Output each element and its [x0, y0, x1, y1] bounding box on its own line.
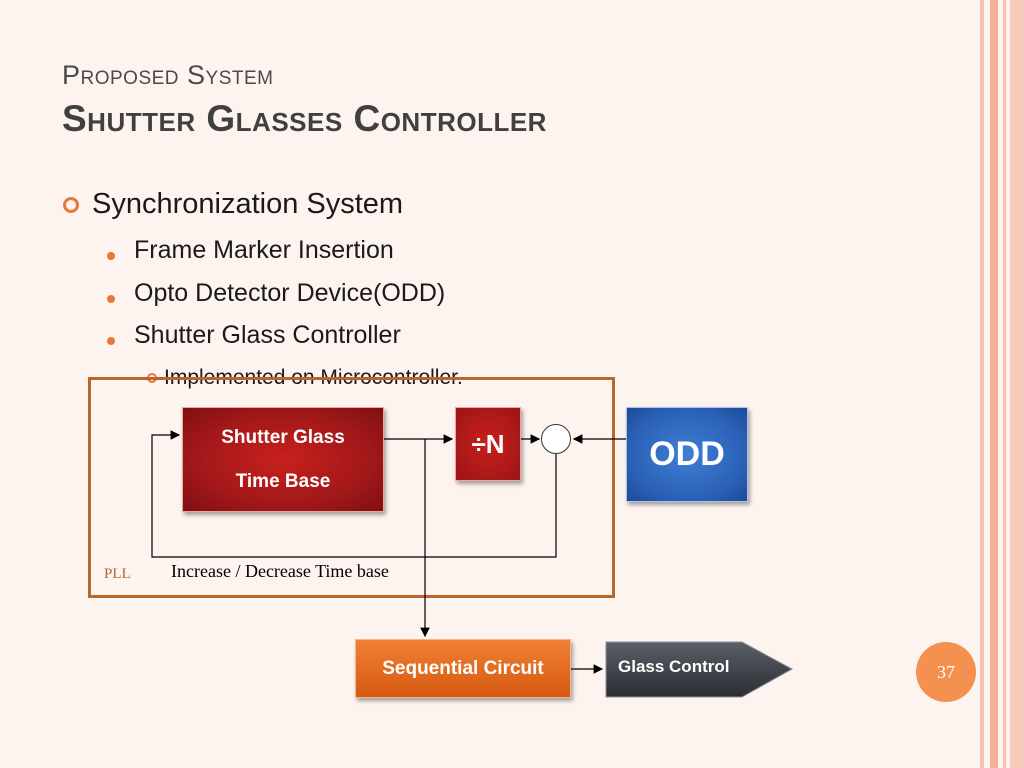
connector-feedback-loop	[151, 430, 557, 558]
shutter-glass-time-base-block: Shutter Glass Time Base	[182, 407, 384, 512]
slide-title-line2: Shutter Glasses Controller	[62, 98, 547, 139]
side-stripe	[990, 0, 998, 768]
sequential-circuit-block: Sequential Circuit	[355, 639, 571, 698]
bullet-level1: Synchronization System	[92, 188, 404, 220]
odd-label: ODD	[649, 435, 725, 473]
bullet-level2: Shutter Glass Controller	[134, 321, 401, 349]
page-number-badge: 37	[916, 642, 976, 702]
bullet-dot-icon	[107, 337, 115, 345]
time-base-label-line1: Shutter Glass	[221, 426, 345, 448]
side-stripe	[1010, 0, 1024, 768]
time-base-label-line2: Time Base	[235, 470, 331, 492]
divide-by-n-block: ÷N	[455, 407, 521, 481]
sequential-circuit-label: Sequential Circuit	[382, 657, 544, 679]
bullet-level2: Frame Marker Insertion	[134, 236, 394, 264]
bullet-dot-icon	[107, 295, 115, 303]
bullet-level2: Opto Detector Device(ODD)	[134, 279, 446, 307]
bullet-ring-icon	[63, 197, 79, 213]
page-number: 37	[937, 661, 955, 682]
feedback-label: Increase / Decrease Time base	[171, 561, 389, 581]
divider-label: ÷N	[471, 428, 505, 459]
glass-control-shape	[605, 641, 794, 698]
pll-boundary-box	[88, 377, 615, 598]
bullet-dot-icon	[107, 252, 115, 260]
side-stripe	[1003, 0, 1006, 768]
pll-label: PLL	[104, 566, 131, 582]
phase-comparator-node	[541, 424, 571, 454]
glass-control-label: Glass Control	[618, 657, 730, 676]
side-stripe	[980, 0, 984, 768]
slide-title-line1: Proposed System	[62, 60, 274, 90]
odd-block: ODD	[626, 407, 748, 502]
